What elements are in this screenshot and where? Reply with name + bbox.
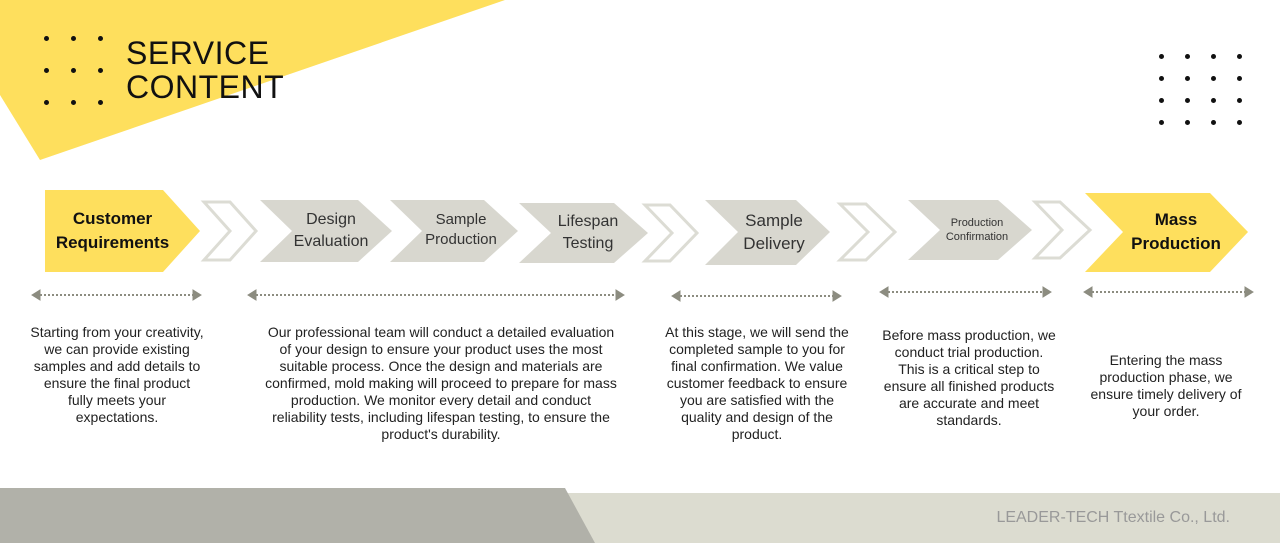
yellow-corner-shape: [0, 0, 505, 160]
range-arrow-icon: [31, 289, 202, 301]
step-shape-production-confirmation: [908, 200, 1032, 260]
description-sample-delivery: At this stage, we will send the complete…: [665, 324, 849, 442]
chevron-outline-icon: [1031, 200, 1093, 260]
step-shape-mass-production: [1085, 193, 1248, 272]
step-label: Confirmation: [945, 231, 1009, 243]
dot-grid-icon: [1159, 54, 1263, 125]
step-label: Mass: [1154, 210, 1198, 229]
range-arrow-icon: [247, 289, 625, 301]
range-arrow-icon: [671, 290, 842, 302]
chevron-outline-icon: [200, 200, 259, 262]
footer-band-light: [560, 493, 1280, 543]
description-design-production: Our professional team will conduct a det…: [265, 324, 617, 442]
title-line-2: CONTENT: [126, 69, 285, 105]
step-label: Requirements: [55, 233, 170, 252]
step-label: Design: [306, 211, 356, 228]
description-customer: Starting from your creativity, we can pr…: [30, 324, 204, 425]
description-production-confirmation: Before mass production, we conduct trial…: [882, 327, 1056, 428]
chevron-outline-icon: [641, 203, 700, 263]
title-line-1: SERVICE: [126, 35, 270, 71]
dot-grid-icon: [44, 36, 125, 105]
step-label: Sample: [745, 211, 803, 230]
chevron-outline-icon: [836, 202, 898, 262]
step-label: Customer: [72, 209, 153, 228]
step-shape-sample-delivery: [705, 200, 830, 265]
step-shape-sample-production: [390, 200, 518, 262]
description-mass-production: Entering the mass production phase, we e…: [1090, 352, 1242, 419]
step-label: Evaluation: [293, 233, 369, 250]
step-label: Production: [1131, 234, 1221, 253]
step-label: Production: [425, 231, 497, 248]
step-label: Delivery: [743, 234, 805, 253]
range-arrow-icon: [879, 286, 1052, 298]
step-shape-customer: [45, 190, 200, 272]
step-label: Sample: [435, 211, 487, 228]
page-title: SERVICE CONTENT: [126, 36, 284, 104]
step-label: Testing: [562, 235, 614, 252]
range-arrow-icon: [1083, 286, 1254, 298]
company-name: LEADER-TECH Ttextile Co., Ltd.: [996, 509, 1230, 526]
step-label: Lifespan: [557, 213, 619, 230]
step-shape-lifespan: [519, 203, 648, 263]
footer-band-dark: [0, 488, 595, 543]
step-shape-design: [260, 200, 392, 262]
step-label: Production: [950, 217, 1004, 229]
